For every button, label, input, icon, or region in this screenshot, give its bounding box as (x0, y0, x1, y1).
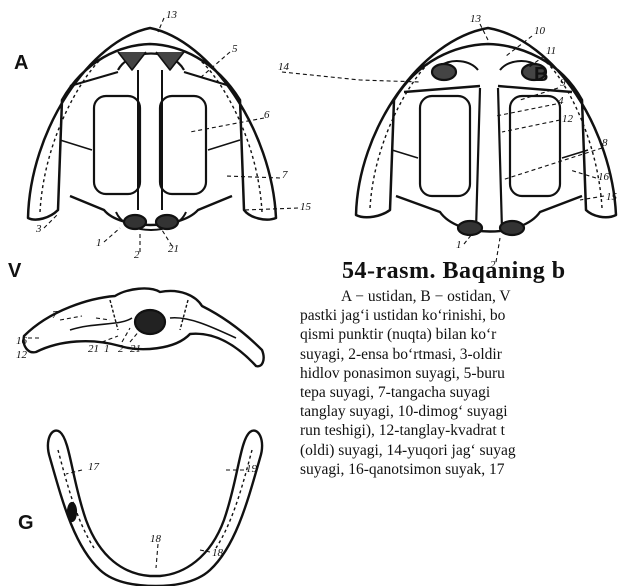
caption-line: run teshigi), 12-tanglay-kvadrat t (300, 421, 630, 440)
label-v-7: 7 (52, 309, 58, 321)
label-v-2: 2 (118, 343, 124, 355)
skull-v-drawing (24, 289, 264, 367)
label-b-9: 9 (560, 77, 566, 89)
jaw-g-drawing (48, 431, 262, 586)
label-a-6: 6 (264, 109, 270, 121)
label-g-18a: 18 (150, 533, 162, 545)
label-b-11: 11 (546, 45, 556, 57)
label-a-1: 1 (96, 237, 102, 249)
label-b-4: 4 (558, 95, 564, 107)
label-v-1: 1 (104, 343, 110, 355)
label-v-12: 12 (16, 349, 28, 361)
label-b-1: 1 (456, 239, 462, 251)
label-a-7: 7 (282, 169, 288, 181)
panel-letter-v: V (8, 260, 21, 283)
caption-line: tepa suyagi, 7-tangacha suyagi (300, 383, 630, 402)
panel-letter-a: A (14, 52, 28, 75)
label-b-13: 13 (470, 13, 482, 25)
label-b-16: 16 (598, 171, 610, 183)
figure-caption: 54-rasm. Baqaning b A − ustidan, B − ost… (300, 258, 630, 479)
label-b-15: 15 (606, 191, 618, 203)
label-a-21: 21 (168, 243, 179, 255)
caption-line: tanglay suyagi, 10-dimog‘ suyagi (300, 402, 630, 421)
label-g-18b: 18 (212, 547, 224, 559)
skull-b-drawing (356, 28, 616, 235)
label-a-5: 5 (232, 43, 238, 55)
label-a-13: 13 (166, 9, 178, 21)
label-b-12: 12 (562, 113, 574, 125)
caption-line: hidlov ponasimon suyagi, 5-buru (300, 364, 630, 383)
label-a-14: 14 (278, 61, 290, 73)
label-a-2: 2 (134, 249, 140, 261)
caption-line: suyagi, 16-qanotsimon suyak, 17 (300, 460, 630, 479)
panel-letter-b: B (534, 64, 548, 87)
label-g-17: 17 (88, 461, 100, 473)
caption-line: suyagi, 2-ensa bo‘rtmasi, 3-oldir (300, 345, 630, 364)
label-b-10: 10 (534, 25, 546, 37)
caption-line: qismi punktir (nuqta) bilan ko‘r (300, 325, 630, 344)
label-v-21a: 21 (88, 343, 99, 355)
panel-letter-g: G (18, 512, 34, 535)
label-v-16: 16 (16, 335, 28, 347)
caption-title: 54-rasm. Baqaning b (342, 258, 630, 285)
skull-a-drawing (28, 28, 276, 230)
caption-line: (oldi) suyagi, 14-yuqori jag‘ suyag (300, 441, 630, 460)
caption-line: pastki jag‘i ustidan ko‘rinishi, bo (300, 306, 630, 325)
caption-line: A − ustidan, B − ostidan, V (300, 287, 630, 306)
label-b-8: 8 (602, 137, 608, 149)
label-g-19: 19 (246, 463, 258, 475)
label-a-15: 15 (300, 201, 312, 213)
label-v-21b: 21 (130, 343, 141, 355)
label-a-3: 3 (35, 223, 42, 235)
